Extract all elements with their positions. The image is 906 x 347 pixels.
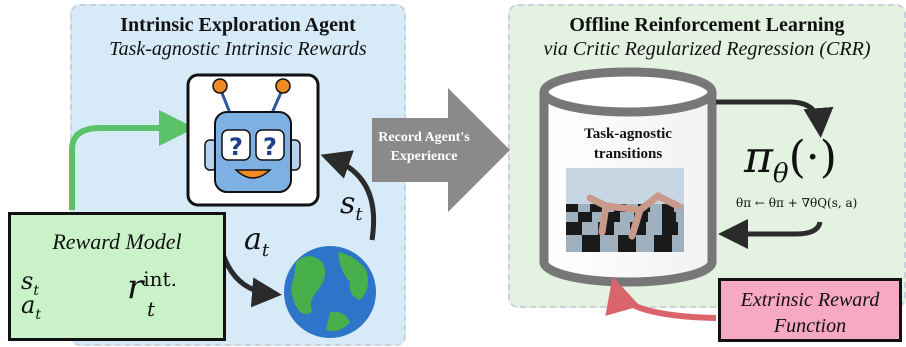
extrinsic-reward-arrow [605, 276, 717, 321]
left-panel-subtitle: Task-agnostic Intrinsic Rewards [109, 38, 367, 60]
extrinsic-line2: Function [773, 315, 847, 337]
reward-model-title: Reward Model [52, 229, 182, 254]
environment-globe-icon [284, 246, 376, 338]
policy-update-arrow [718, 219, 823, 249]
svg-text:?: ? [263, 133, 277, 161]
robot-agent-icon: ? ? [186, 73, 320, 207]
reward-model-box: Reward Model st at rint. t [8, 212, 226, 341]
action-label: at [244, 222, 270, 261]
cylinder-label-line1: Task-agnostic [584, 126, 672, 142]
cylinder-label-line2: transitions [593, 146, 663, 162]
policy-update-rule: θπ ← θπ + ∇θQ(s, a) [736, 196, 858, 210]
policy-symbol: πθ(·) [744, 132, 837, 189]
record-arrow-line1: Record Agent's [378, 130, 470, 145]
reward-model-output: rint. t [127, 267, 177, 321]
extrinsic-line1: Extrinsic Reward [740, 289, 880, 311]
simulation-thumbnail [566, 168, 684, 252]
transitions-database-icon [539, 67, 717, 287]
state-arrow [320, 150, 377, 241]
data-to-policy-arrow [716, 99, 834, 138]
reward-model-action-input: at [21, 291, 41, 323]
record-experience-arrow [372, 88, 510, 212]
reward-to-agent-arrow [69, 110, 195, 210]
right-panel-title: Offline Reinforcement Learning [569, 14, 845, 36]
left-panel-title: Intrinsic Exploration Agent [120, 14, 356, 36]
record-arrow-label: Record Agent's Experience [374, 128, 474, 166]
reward-model-state-input: st [21, 267, 39, 299]
state-label: st [340, 186, 363, 225]
extrinsic-reward-box: Extrinsic Reward Function [718, 278, 902, 342]
cylinder-label: Task-agnostic transitions [548, 124, 708, 164]
record-arrow-line2: Experience [390, 149, 458, 164]
svg-text:?: ? [229, 133, 243, 161]
right-panel-subtitle: via Critic Regularized Regression (CRR) [543, 38, 871, 60]
